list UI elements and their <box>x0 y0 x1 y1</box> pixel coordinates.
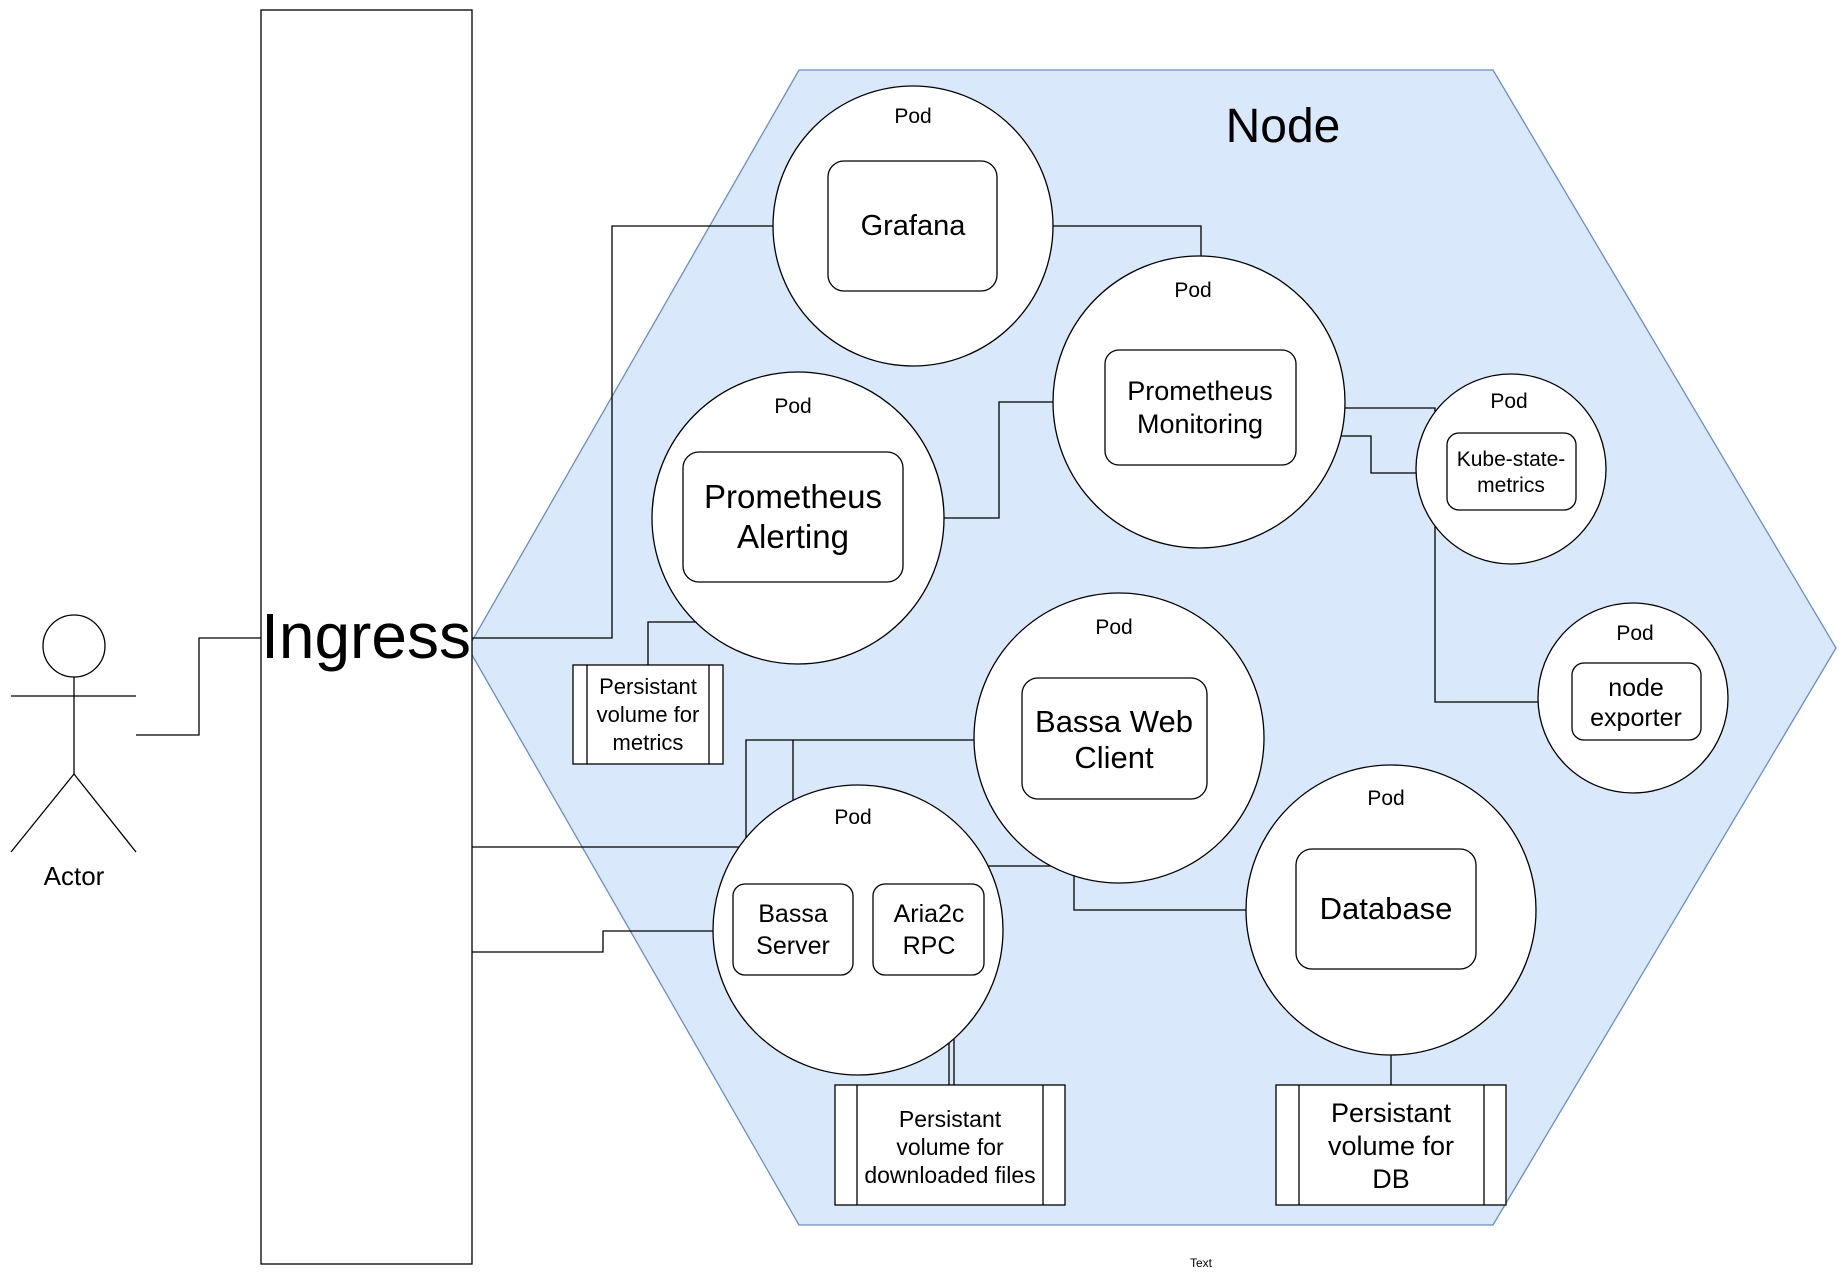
pod-label: Pod <box>1367 787 1404 810</box>
volume-db-label-line2: volume for <box>1328 1131 1454 1161</box>
node-exporter-label-line1: node <box>1608 674 1664 702</box>
ingress-box[interactable] <box>260 9 473 1265</box>
volume-db-label-line3: DB <box>1372 1164 1410 1194</box>
aria2c-rpc-label-line2: RPC <box>903 932 956 960</box>
prometheus-monitoring-label-line2: Monitoring <box>1137 409 1263 439</box>
pod-label: Pod <box>834 806 871 829</box>
volume-metrics-label-line1: Persistant <box>599 674 697 699</box>
actor-figure[interactable] <box>10 614 137 853</box>
node-exporter-container[interactable] <box>1571 662 1702 741</box>
pod-label: Pod <box>1174 279 1211 302</box>
pod-label: Pod <box>1095 616 1132 639</box>
kube-state-metrics-label-line2: metrics <box>1477 474 1545 497</box>
actor-label: Actor <box>44 861 105 891</box>
bassa-web-client-label-line1: Bassa Web <box>1035 704 1193 739</box>
volume-downloads[interactable]: Persistant volume for downloaded files <box>834 1084 1066 1206</box>
pod-prometheus-monitoring[interactable]: Pod Prometheus Monitoring <box>1052 255 1346 549</box>
volume-downloads-label-line3: downloaded files <box>864 1162 1035 1188</box>
pod-kube-state-metrics[interactable]: Pod Kube-state- metrics <box>1415 373 1607 565</box>
volume-metrics[interactable]: Persistant volume for metrics <box>572 664 724 765</box>
volume-db[interactable]: Persistant volume for DB <box>1275 1084 1507 1206</box>
prometheus-monitoring-label-line1: Prometheus <box>1127 376 1273 406</box>
bassa-server-container[interactable] <box>732 883 854 976</box>
bassa-web-client-label-line2: Client <box>1074 740 1154 775</box>
prometheus-alerting-label-line2: Alerting <box>737 518 849 555</box>
kube-state-metrics-container[interactable] <box>1446 432 1577 511</box>
pod-label: Pod <box>1616 622 1653 645</box>
pod-grafana[interactable]: Pod Grafana <box>772 85 1054 367</box>
volume-downloads-label-line2: volume for <box>896 1134 1004 1160</box>
bassa-server-label-line1: Bassa <box>758 900 828 928</box>
volume-downloads-label-line1: Persistant <box>899 1106 1002 1132</box>
pod-label: Pod <box>1490 390 1527 413</box>
pod-node-exporter[interactable]: Pod node exporter <box>1537 602 1729 794</box>
prometheus-alerting-container[interactable] <box>682 451 904 583</box>
volume-metrics-label-line2: volume for <box>597 702 700 727</box>
volume-db-label-line1: Persistant <box>1331 1098 1452 1128</box>
pod-prometheus-alerting[interactable]: Pod Prometheus Alerting <box>651 371 945 665</box>
footer-text: Text <box>1190 1256 1213 1270</box>
pod-bassa-web-client[interactable]: Pod Bassa Web Client <box>973 592 1265 884</box>
prometheus-monitoring-container[interactable] <box>1104 349 1297 466</box>
prometheus-alerting-label-line1: Prometheus <box>704 478 882 515</box>
pod-database[interactable]: Pod Database <box>1245 764 1537 1056</box>
bassa-server-label-line2: Server <box>756 932 830 960</box>
bassa-web-client-container[interactable] <box>1021 677 1208 800</box>
pod-label: Pod <box>774 395 811 418</box>
ingress-label: Ingress <box>261 600 471 672</box>
node-exporter-label-line2: exporter <box>1590 704 1682 732</box>
database-container[interactable] <box>1295 848 1477 970</box>
pod-bassa-server[interactable]: Pod Bassa Server Aria2c RPC <box>712 784 1004 1076</box>
pod-label: Pod <box>894 105 931 128</box>
grafana-label: Grafana <box>861 210 967 242</box>
kube-state-metrics-label-line1: Kube-state- <box>1457 448 1566 471</box>
aria2c-rpc-container[interactable] <box>872 883 985 976</box>
grafana-container[interactable] <box>827 160 998 292</box>
volume-metrics-label-line3: metrics <box>613 730 684 755</box>
node-label: Node <box>1226 100 1341 153</box>
database-label: Database <box>1320 891 1453 926</box>
aria2c-rpc-label-line1: Aria2c <box>894 900 965 928</box>
